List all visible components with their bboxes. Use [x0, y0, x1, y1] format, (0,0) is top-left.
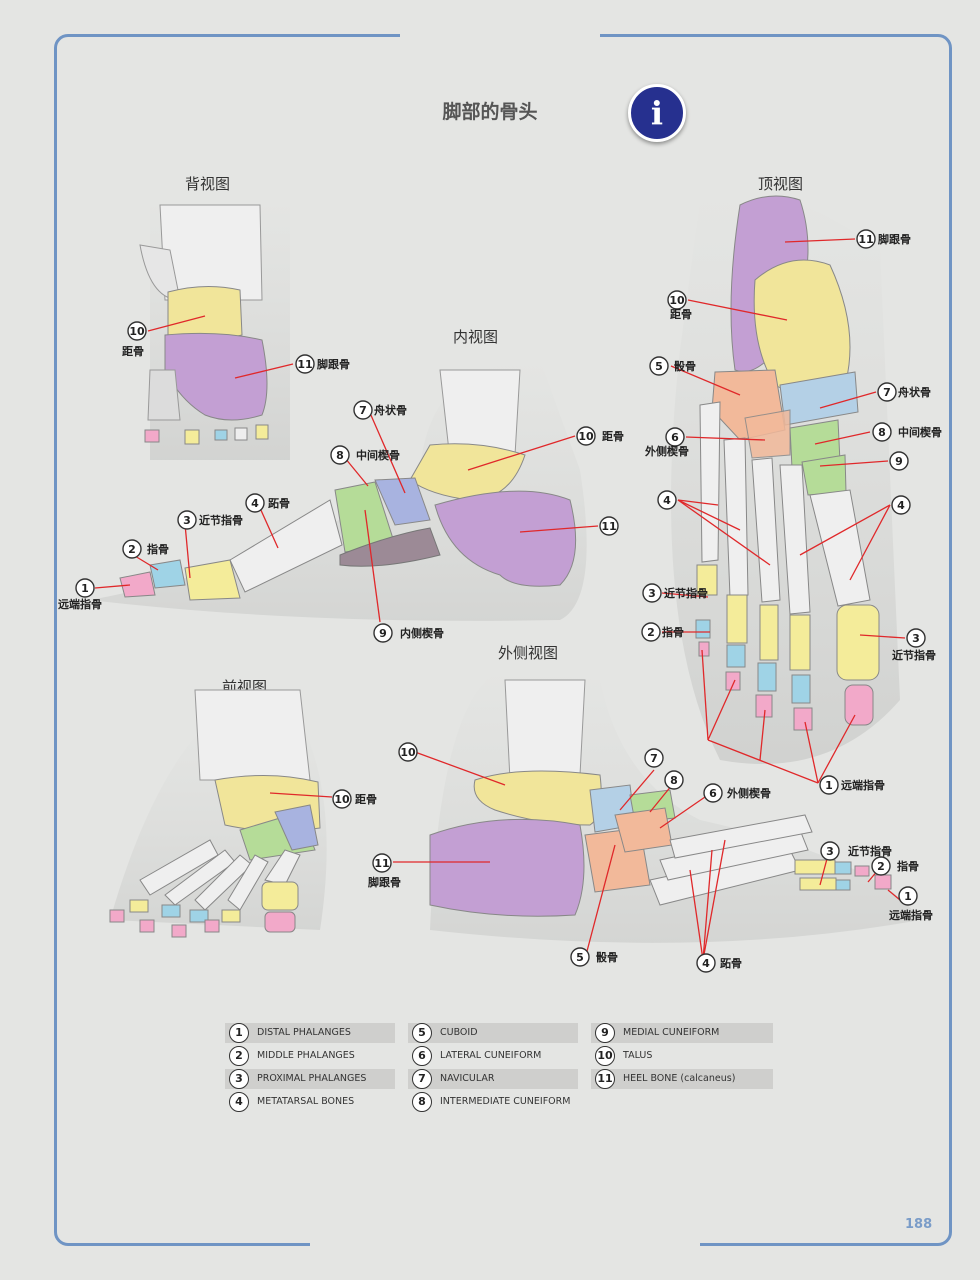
legend-item: 1 DISTAL PHALANGES	[225, 1022, 395, 1044]
callout-label: 跖骨	[268, 497, 290, 510]
callout-label: 远端指骨	[58, 597, 102, 611]
callout-number: 7	[883, 386, 891, 399]
callout-label: 远端指骨	[841, 778, 885, 792]
callout-label: 中间楔骨	[898, 425, 942, 439]
callout-number: 5	[655, 360, 663, 373]
callout-number: 1	[904, 890, 912, 903]
callout-number: 3	[912, 632, 920, 645]
callout-number: 3	[183, 514, 191, 527]
callout-number: 1	[825, 779, 833, 792]
callout-number: 4	[897, 499, 905, 512]
callout-number: 3	[648, 587, 656, 600]
front-view-drawing	[109, 689, 327, 938]
callout-number: 10	[129, 325, 145, 338]
callout-number: 7	[650, 752, 658, 765]
callout-number: 4	[251, 497, 259, 510]
callout-number: 5	[576, 951, 584, 964]
legend-item: 3 PROXIMAL PHALANGES	[225, 1068, 395, 1090]
callout-label: 近节指骨	[199, 513, 243, 527]
legend-item: 9 MEDIAL CUNEIFORM	[591, 1022, 773, 1044]
callout-label: 远端指骨	[889, 908, 933, 922]
callout-number: 11	[374, 857, 389, 870]
page-title: 脚部的骨头	[442, 101, 538, 123]
callout-number: 2	[877, 860, 885, 873]
leader-lines	[94, 238, 906, 961]
callout-number: 10	[578, 430, 594, 443]
top-view-drawing	[671, 191, 900, 764]
callout-number: 1	[81, 582, 89, 595]
callout-number: 4	[702, 957, 710, 970]
callout-label: 指骨	[147, 542, 169, 556]
lateral-view-title: 外侧视图	[498, 644, 559, 662]
callout-label: 骰骨	[674, 360, 696, 373]
callout-number: 10	[669, 294, 685, 307]
callout-number: 11	[297, 358, 312, 371]
callout-number: 9	[379, 627, 387, 640]
legend-item: 8 INTERMEDIATE CUNEIFORM	[408, 1091, 578, 1113]
callout-number: 11	[858, 233, 873, 246]
lateral-view-drawing	[429, 670, 920, 943]
callout-label: 舟状骨	[374, 403, 407, 417]
dorsal-view-title: 背视图	[185, 175, 231, 193]
callout-number: 10	[400, 746, 416, 759]
frame-gap	[310, 1240, 700, 1252]
callout-label: 骰骨	[596, 951, 618, 964]
legend-item: 2 MIDDLE PHALANGES	[225, 1045, 395, 1067]
legend-item: 10 TALUS	[591, 1045, 773, 1067]
callout-label: 跖骨	[720, 957, 742, 970]
callout-label: 距骨	[355, 793, 377, 806]
callout-number: 7	[359, 404, 367, 417]
info-icon[interactable]: i	[628, 84, 686, 142]
callout-number: 3	[826, 845, 834, 858]
medial-view-drawing	[90, 360, 587, 621]
callout-number: 2	[128, 543, 136, 556]
callout-number: 10	[334, 793, 350, 806]
callout-label: 近节指骨	[664, 586, 708, 600]
callout-label: 外侧楔骨	[726, 786, 771, 800]
legend-item: 6 LATERAL CUNEIFORM	[408, 1045, 578, 1067]
callout-label: 指骨	[662, 625, 684, 639]
callout-label: 脚跟骨	[878, 232, 911, 246]
callout-number: 9	[895, 455, 903, 468]
callout-label: 指骨	[897, 859, 919, 873]
callout-number: 6	[671, 431, 679, 444]
callout-label: 近节指骨	[848, 844, 892, 858]
callouts: 10 距骨 11 脚跟骨 11 脚跟骨 10 距骨 5 骰骨 7 舟状骨 6 外…	[58, 229, 942, 973]
callout-label: 距骨	[122, 345, 144, 358]
callout-label: 舟状骨	[898, 385, 931, 399]
page-number: 188	[905, 1217, 933, 1232]
callout-label: 距骨	[670, 308, 692, 321]
callout-number: 11	[601, 520, 616, 533]
callout-label: 脚跟骨	[317, 357, 350, 371]
callout-number: 8	[670, 774, 678, 787]
callout-number: 8	[878, 426, 886, 439]
legend-item: 4 METATARSAL BONES	[225, 1091, 395, 1113]
callout-label: 内侧楔骨	[400, 626, 444, 640]
callout-label: 中间楔骨	[356, 448, 400, 462]
legend-item: 5 CUBOID	[408, 1022, 578, 1044]
medial-view-title: 内视图	[453, 328, 499, 346]
callout-label: 外侧楔骨	[644, 444, 689, 458]
dorsal-view-drawing	[139, 200, 290, 460]
frame-gap	[400, 30, 600, 40]
legend-item: 7 NAVICULAR	[408, 1068, 578, 1090]
callout-number: 8	[336, 449, 344, 462]
callout-label: 近节指骨	[892, 648, 936, 662]
legend-item: 11 HEEL BONE (calcaneus)	[591, 1068, 773, 1090]
callout-label: 脚跟骨	[368, 875, 401, 889]
top-view-title: 顶视图	[758, 175, 804, 193]
callout-number: 6	[709, 787, 717, 800]
callout-number: 4	[663, 494, 671, 507]
callout-label: 距骨	[602, 430, 624, 443]
callout-number: 2	[647, 626, 655, 639]
